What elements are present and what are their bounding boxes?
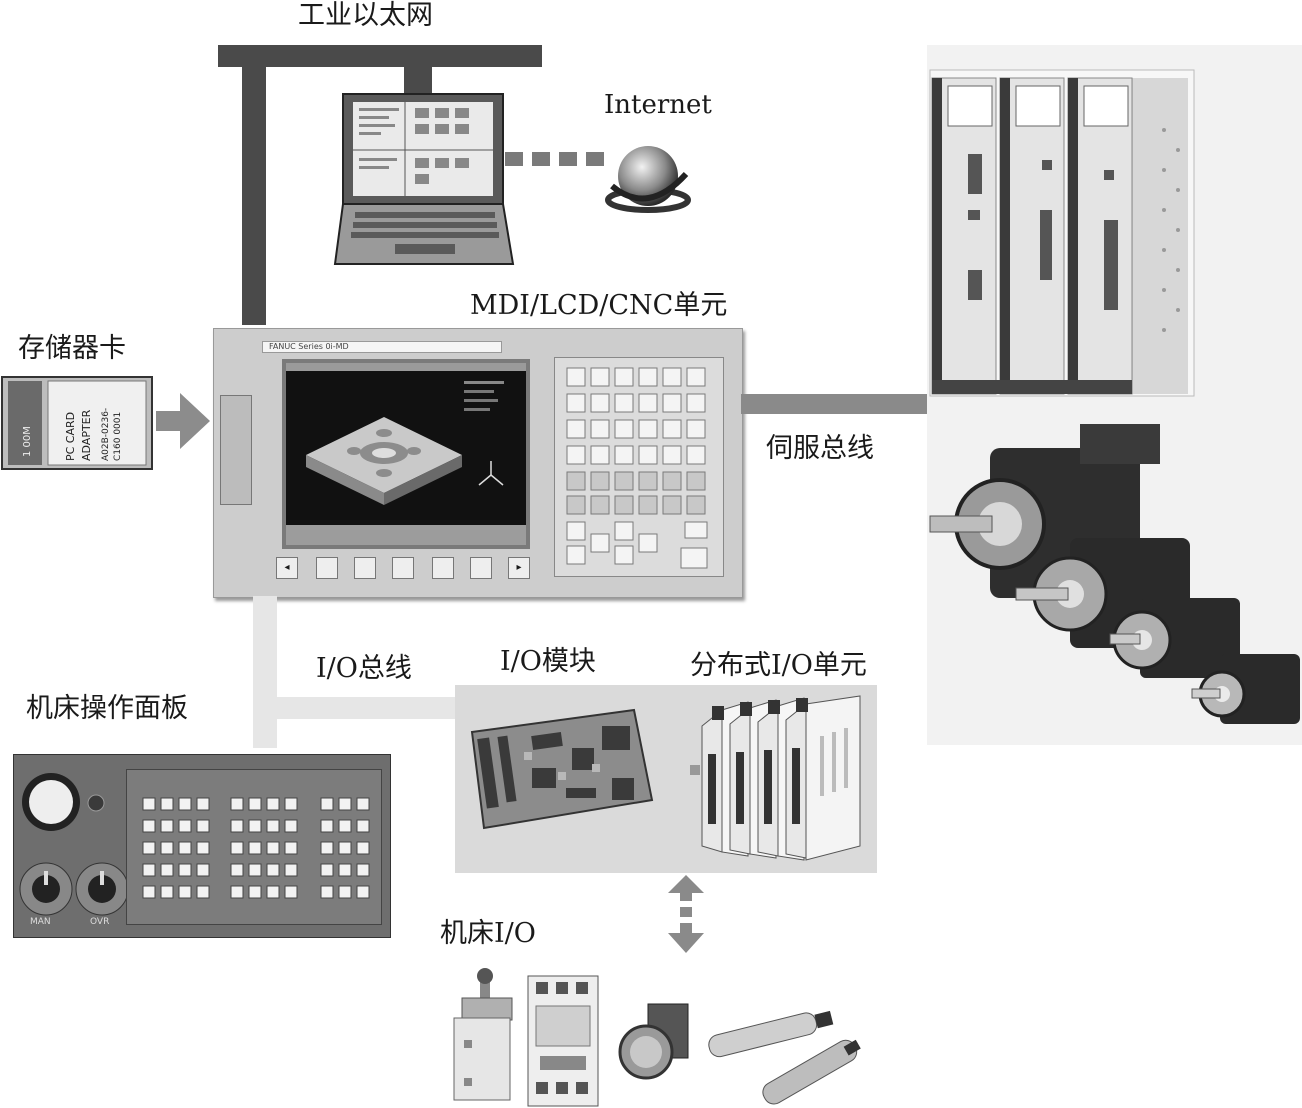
- memory-card-label: 存储器卡: [18, 333, 126, 364]
- svg-text:ADAPTER: ADAPTER: [80, 409, 93, 461]
- io-module-label: I/O模块: [500, 646, 596, 677]
- cnc-unit-label: MDI/LCD/CNC单元: [470, 290, 728, 321]
- ethernet-drop-cnc: [242, 45, 266, 325]
- io-bus-label: I/O总线: [316, 653, 412, 684]
- servo-bus: [741, 394, 927, 414]
- emergency-stop-icon[interactable]: [20, 771, 82, 833]
- machine-io-label: 机床I/O: [440, 918, 536, 949]
- svg-text:A02B-0236-: A02B-0236-: [101, 408, 111, 461]
- push-button-icon: [618, 1003, 689, 1080]
- mode-knob-icon[interactable]: [18, 861, 74, 917]
- limit-switch-icon: [453, 968, 513, 1101]
- io-bidirectional-arrow: [668, 875, 704, 953]
- cnc-brand-strip: FANUC Series 0i-MD: [262, 341, 502, 353]
- knob1-label: MAN: [30, 917, 51, 927]
- softkey-1[interactable]: [316, 557, 338, 579]
- ethernet-label: 工业以太网: [298, 0, 433, 31]
- internet-label: Internet: [604, 90, 712, 120]
- svg-text:1 00M: 1 00M: [22, 426, 33, 457]
- contactor-icon: [527, 975, 599, 1107]
- servo-bus-label: 伺服总线: [766, 433, 874, 464]
- machine-panel-label: 机床操作面板: [26, 693, 188, 724]
- machine-operator-panel: MAN OVR: [13, 754, 391, 938]
- io-bus-vertical: [253, 596, 277, 748]
- mdi-keys-grid[interactable]: [555, 358, 723, 576]
- override-knob-icon[interactable]: [74, 861, 130, 917]
- workpiece-3d-icon: [306, 417, 462, 505]
- ethernet-drop-laptop: [404, 60, 432, 96]
- io-link-dash: [690, 765, 700, 775]
- panel-key-field: [126, 769, 382, 925]
- axis-triad-icon: [478, 461, 504, 486]
- proximity-sensor-icon: [708, 1010, 861, 1105]
- io-bus-horizontal: [277, 697, 455, 719]
- mdi-keypad: [554, 357, 724, 577]
- svg-text:C160 0001: C160 0001: [113, 412, 123, 461]
- softkey-3[interactable]: [392, 557, 414, 579]
- cnc-unit: FANUC Series 0i-MD ◂: [213, 328, 743, 598]
- card-slot: [220, 395, 252, 505]
- panel-keys-grid[interactable]: [127, 770, 381, 924]
- softkey-2[interactable]: [354, 557, 376, 579]
- lcd-softkey-row: [286, 525, 526, 545]
- ethernet-bus: [218, 45, 542, 67]
- softkey-right[interactable]: ▸: [508, 557, 530, 579]
- servo-amplifier-icon: [929, 69, 1195, 397]
- io-module-board-icon: [470, 708, 654, 830]
- globe-icon: [605, 146, 691, 213]
- cnc-brand-text: FANUC Series 0i-MD: [269, 342, 349, 351]
- indicator-lamp-icon: [87, 794, 105, 812]
- lcd-top-bar: [286, 363, 526, 371]
- laptop-icon: [333, 93, 515, 265]
- softkey-4[interactable]: [432, 557, 454, 579]
- softkey-5[interactable]: [470, 557, 492, 579]
- knob2-label: OVR: [90, 917, 110, 927]
- distributed-io-unit-icon: [701, 695, 861, 861]
- softkey-left[interactable]: ◂: [276, 557, 298, 579]
- memory-card-arrow: [156, 393, 210, 449]
- memory-card-icon: PC CARD ADAPTER A02B-0236- C160 0001 1 0…: [1, 376, 153, 470]
- svg-text:PC CARD: PC CARD: [64, 412, 77, 461]
- servo-motors-icon: [929, 424, 1300, 724]
- lcd-readout: [464, 375, 516, 455]
- internet-link-dashes: [505, 152, 604, 166]
- distributed-io-label: 分布式I/O单元: [690, 650, 867, 681]
- lcd-screen: [282, 359, 530, 549]
